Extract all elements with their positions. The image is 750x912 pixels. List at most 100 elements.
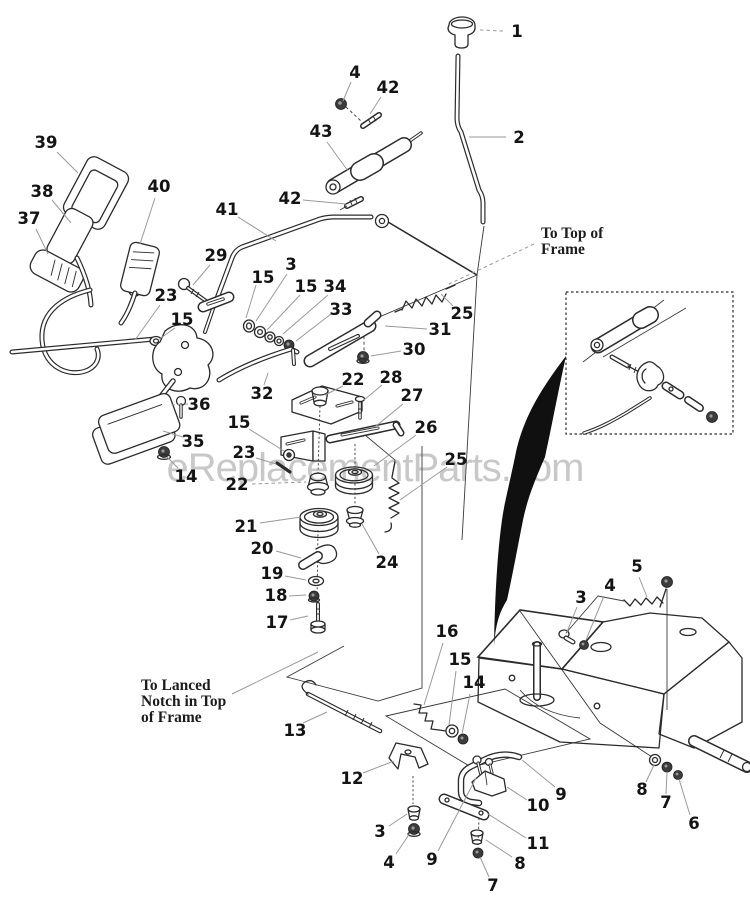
callout-25: 25 [451, 304, 474, 323]
skid-plate [91, 392, 187, 465]
shift-knob [447, 16, 476, 49]
frame-lines [285, 221, 653, 768]
transmission-hardware [558, 576, 683, 780]
callout-31: 31 [429, 320, 452, 339]
leader-line [166, 456, 179, 469]
callout-43: 43 [310, 122, 333, 141]
leader-line [302, 711, 328, 724]
leader-line [506, 786, 528, 801]
leader-line [479, 29, 504, 32]
leader-line [362, 760, 395, 774]
transmission [476, 609, 750, 773]
callout-27: 27 [401, 386, 424, 405]
leader-line [399, 466, 448, 501]
leader-line [251, 481, 307, 485]
callout-39: 39 [35, 133, 58, 152]
callout-29: 29 [205, 246, 228, 265]
shift-rod [454, 53, 486, 225]
pedal-pads [29, 156, 160, 297]
leader-line [665, 771, 668, 795]
callout-14: 14 [463, 673, 486, 692]
leader-line [288, 594, 307, 597]
pulley-lower-21 [299, 507, 339, 539]
leader-line [263, 372, 269, 386]
callout-9: 9 [555, 785, 566, 804]
callout-36: 36 [188, 395, 211, 414]
leader-line [255, 457, 277, 465]
leader-line [342, 81, 352, 102]
hardware-stack-17-20 [298, 529, 338, 634]
callout-17: 17 [266, 613, 289, 632]
callout-5: 5 [631, 557, 642, 576]
callout-37: 37 [18, 209, 41, 228]
callout-30: 30 [403, 340, 426, 359]
callout-13: 13 [284, 721, 307, 740]
callout-10: 10 [527, 796, 550, 815]
leader-line [157, 327, 176, 341]
leader-line [373, 434, 417, 467]
leader-line [302, 199, 347, 205]
upper-shift-rod-41 [213, 213, 390, 304]
callout-7: 7 [660, 793, 671, 812]
leader-line [485, 839, 513, 858]
leader-line [566, 606, 578, 633]
shift-arm-31 [303, 310, 382, 368]
callout-6: 6 [688, 814, 699, 833]
leader-line [248, 428, 285, 452]
callout-23: 23 [233, 443, 256, 462]
callout-16: 16 [436, 622, 459, 641]
leader-line [395, 832, 411, 855]
leader-line [237, 216, 277, 242]
callout-15: 15 [228, 413, 251, 432]
leader-line [479, 856, 490, 878]
leader-line [51, 199, 72, 224]
callout-15: 15 [171, 310, 194, 329]
callout-1: 1 [511, 22, 522, 41]
callout-3: 3 [575, 588, 586, 607]
detail-inset [565, 291, 734, 435]
leader-line [361, 523, 380, 555]
bracket-12-group [388, 742, 429, 837]
bolt-29-and-link [177, 277, 235, 313]
callout-22: 22 [342, 370, 365, 389]
leader-line [245, 284, 257, 319]
callout-4: 4 [604, 576, 615, 595]
callout-33: 33 [330, 300, 353, 319]
callout-28: 28 [380, 368, 403, 387]
leader-line [324, 385, 344, 396]
bellcrank-rod-32 [216, 346, 300, 383]
leader-line [440, 293, 454, 307]
callout-34: 34 [324, 277, 347, 296]
spring-16-group [413, 703, 469, 745]
callout-35: 35 [182, 432, 205, 451]
to-lanced-notch-leader [231, 651, 319, 695]
idler-bracket-group [275, 385, 405, 474]
to-top-of-frame-leader [448, 243, 535, 285]
damper-assembly [325, 98, 423, 211]
callout-18: 18 [265, 586, 288, 605]
leader-line [259, 516, 302, 524]
leader-line [375, 403, 404, 427]
leader-line [266, 294, 301, 331]
callout-42: 42 [377, 78, 400, 97]
leader-line [282, 294, 329, 335]
callout-40: 40 [148, 177, 171, 196]
leader-line [326, 141, 349, 172]
callout-14: 14 [175, 467, 198, 486]
leader-line [192, 264, 211, 286]
callout-24: 24 [376, 553, 399, 572]
callout-12: 12 [341, 769, 364, 788]
leader-line [370, 350, 402, 357]
callout-41: 41 [216, 200, 239, 219]
leader-line [645, 764, 655, 783]
callout-15: 15 [252, 268, 275, 287]
brake-rod-13 [301, 679, 383, 734]
callout-21: 21 [235, 517, 258, 536]
leader-line [275, 550, 302, 559]
leader-line [487, 813, 527, 839]
leader-line [139, 197, 156, 245]
